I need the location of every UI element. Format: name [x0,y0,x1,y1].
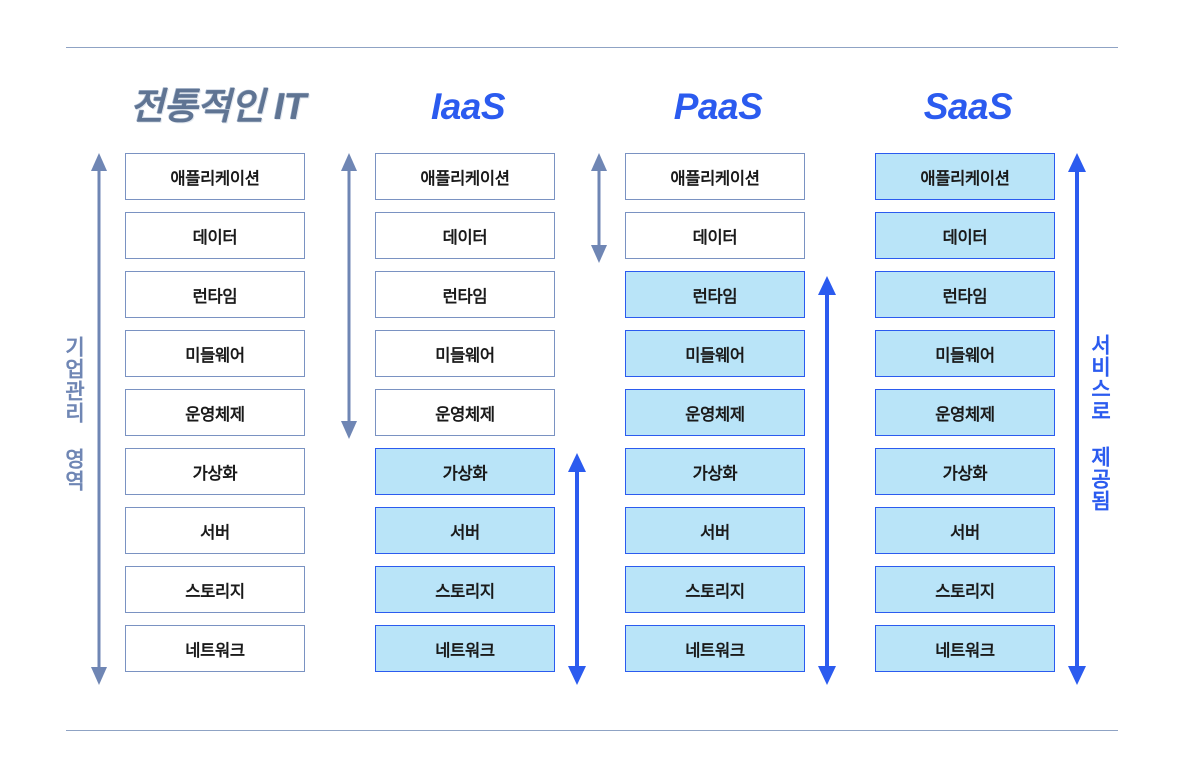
column-title-paas: PaaS [673,86,763,127]
layer-box-traditional-it-network[interactable]: 네트워크 [125,625,305,672]
layer-box-iaas-middleware[interactable]: 미들웨어 [375,330,555,377]
column-title-traditional-it: 전통적인 IT [130,86,306,127]
managed-arrow-traditional-it [88,153,110,685]
layer-box-paas-data[interactable]: 데이터 [625,212,805,259]
layer-box-saas-os[interactable]: 운영체제 [875,389,1055,436]
column-title-saas: SaaS [923,86,1013,127]
layer-box-saas-runtime[interactable]: 런타임 [875,271,1055,318]
side-label-enterprise-managed: 기업관리 영역 [62,336,86,492]
layer-box-iaas-application[interactable]: 애플리케이션 [375,153,555,200]
service-arrow-iaas [566,453,588,685]
layer-box-traditional-it-application[interactable]: 애플리케이션 [125,153,305,200]
layer-box-paas-os[interactable]: 운영체제 [625,389,805,436]
layer-box-iaas-runtime[interactable]: 런타임 [375,271,555,318]
service-arrow-saas [1066,153,1088,685]
layer-box-iaas-storage[interactable]: 스토리지 [375,566,555,613]
layer-box-iaas-server[interactable]: 서버 [375,507,555,554]
side-label-provided-as-service: 서비스로 제공됨 [1088,334,1112,512]
layer-box-paas-middleware[interactable]: 미들웨어 [625,330,805,377]
layer-box-paas-application[interactable]: 애플리케이션 [625,153,805,200]
bottom-divider-rule [66,730,1118,731]
layer-box-paas-virtualization[interactable]: 가상화 [625,448,805,495]
stack-traditional-it: 애플리케이션 데이터 런타임 미들웨어 운영체제 가상화 서버 스토리지 네트워… [125,153,305,684]
layer-box-saas-middleware[interactable]: 미들웨어 [875,330,1055,377]
layer-box-traditional-it-os[interactable]: 운영체제 [125,389,305,436]
layer-box-traditional-it-middleware[interactable]: 미들웨어 [125,330,305,377]
layer-box-iaas-network[interactable]: 네트워크 [375,625,555,672]
layer-box-iaas-virtualization[interactable]: 가상화 [375,448,555,495]
layer-box-paas-runtime[interactable]: 런타임 [625,271,805,318]
layer-box-traditional-it-virtualization[interactable]: 가상화 [125,448,305,495]
layer-box-paas-storage[interactable]: 스토리지 [625,566,805,613]
top-divider-rule [66,47,1118,48]
layer-box-traditional-it-storage[interactable]: 스토리지 [125,566,305,613]
stack-saas: 애플리케이션 데이터 런타임 미들웨어 운영체제 가상화 서버 스토리지 네트워… [875,153,1055,684]
layer-box-saas-network[interactable]: 네트워크 [875,625,1055,672]
layer-box-saas-storage[interactable]: 스토리지 [875,566,1055,613]
layer-box-saas-server[interactable]: 서버 [875,507,1055,554]
stack-paas: 애플리케이션 데이터 런타임 미들웨어 운영체제 가상화 서버 스토리지 네트워… [625,153,805,684]
layer-box-saas-application[interactable]: 애플리케이션 [875,153,1055,200]
layer-box-traditional-it-data[interactable]: 데이터 [125,212,305,259]
layer-box-paas-server[interactable]: 서버 [625,507,805,554]
layer-box-paas-network[interactable]: 네트워크 [625,625,805,672]
service-arrow-paas [816,276,838,685]
layer-box-iaas-os[interactable]: 운영체제 [375,389,555,436]
layer-box-saas-data[interactable]: 데이터 [875,212,1055,259]
column-title-iaas: IaaS [430,86,506,127]
column-titles: 전통적인 IT IaaS PaaS SaaS [0,84,1184,134]
managed-arrow-paas [588,153,610,263]
stack-iaas: 애플리케이션 데이터 런타임 미들웨어 운영체제 가상화 서버 스토리지 네트워… [375,153,555,684]
managed-arrow-iaas [338,153,360,439]
layer-box-iaas-data[interactable]: 데이터 [375,212,555,259]
layer-box-traditional-it-server[interactable]: 서버 [125,507,305,554]
layer-box-traditional-it-runtime[interactable]: 런타임 [125,271,305,318]
layer-box-saas-virtualization[interactable]: 가상화 [875,448,1055,495]
